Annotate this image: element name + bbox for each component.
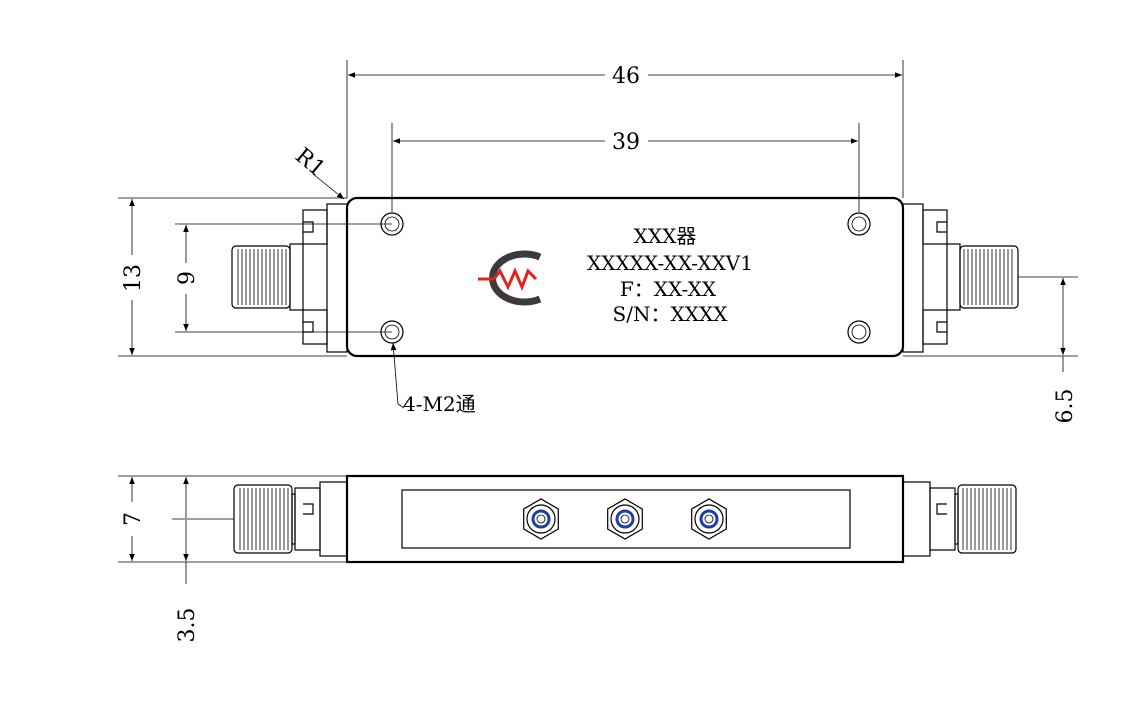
- side-panel: [401, 489, 851, 549]
- mounting-hole: [847, 320, 871, 344]
- company-logo: [478, 250, 542, 306]
- dimension-side-thickness: 7: [118, 475, 347, 563]
- svg-text:3.5: 3.5: [175, 608, 200, 643]
- mounting-hole: [847, 212, 871, 236]
- svg-text:13: 13: [121, 264, 146, 292]
- dimension-connector-height: 6.5: [903, 276, 1078, 424]
- svg-text:R1: R1: [290, 143, 329, 182]
- svg-text:6.5: 6.5: [1053, 389, 1078, 424]
- dimension-height: 13: [118, 197, 347, 357]
- filter-body-side: [345, 474, 905, 564]
- dimension-hole-spacing-y: 9: [175, 223, 392, 333]
- left-sma-connector-top: [231, 243, 304, 311]
- tuning-screw: [523, 498, 559, 540]
- label-line-4: S/N：XXXX: [613, 302, 729, 326]
- dimension-holes: 4-M2通: [390, 342, 476, 416]
- right-sma-connector-top: [946, 243, 1019, 311]
- svg-text:4-M2通: 4-M2通: [403, 392, 476, 416]
- side-view: 7 3.5: [118, 474, 1017, 643]
- top-view: XXX器 XXXXX-XX-XXV1 F：XX-XX S/N：XXXX 46 3…: [118, 60, 1078, 424]
- svg-text:39: 39: [612, 130, 640, 155]
- label-line-1: XXX器: [634, 224, 697, 248]
- svg-text:46: 46: [612, 64, 640, 89]
- dimension-overall-length: 46: [346, 60, 904, 198]
- tuning-screw: [607, 498, 643, 540]
- tuning-screw: [691, 498, 727, 540]
- svg-text:9: 9: [175, 271, 200, 285]
- left-flange-top: [302, 203, 348, 353]
- svg-text:7: 7: [121, 512, 146, 526]
- left-connector-side: [233, 481, 348, 557]
- label-line-3: F：XX-XX: [620, 277, 717, 301]
- dimension-corner-radius: R1: [290, 143, 345, 200]
- right-flange-top: [902, 203, 948, 353]
- label-line-2: XXXXX-XX-XXV1: [587, 251, 753, 275]
- dimension-hole-spacing-x: 39: [391, 123, 860, 212]
- dimension-side-offset: 3.5: [172, 477, 234, 643]
- right-connector-side: [902, 481, 1017, 557]
